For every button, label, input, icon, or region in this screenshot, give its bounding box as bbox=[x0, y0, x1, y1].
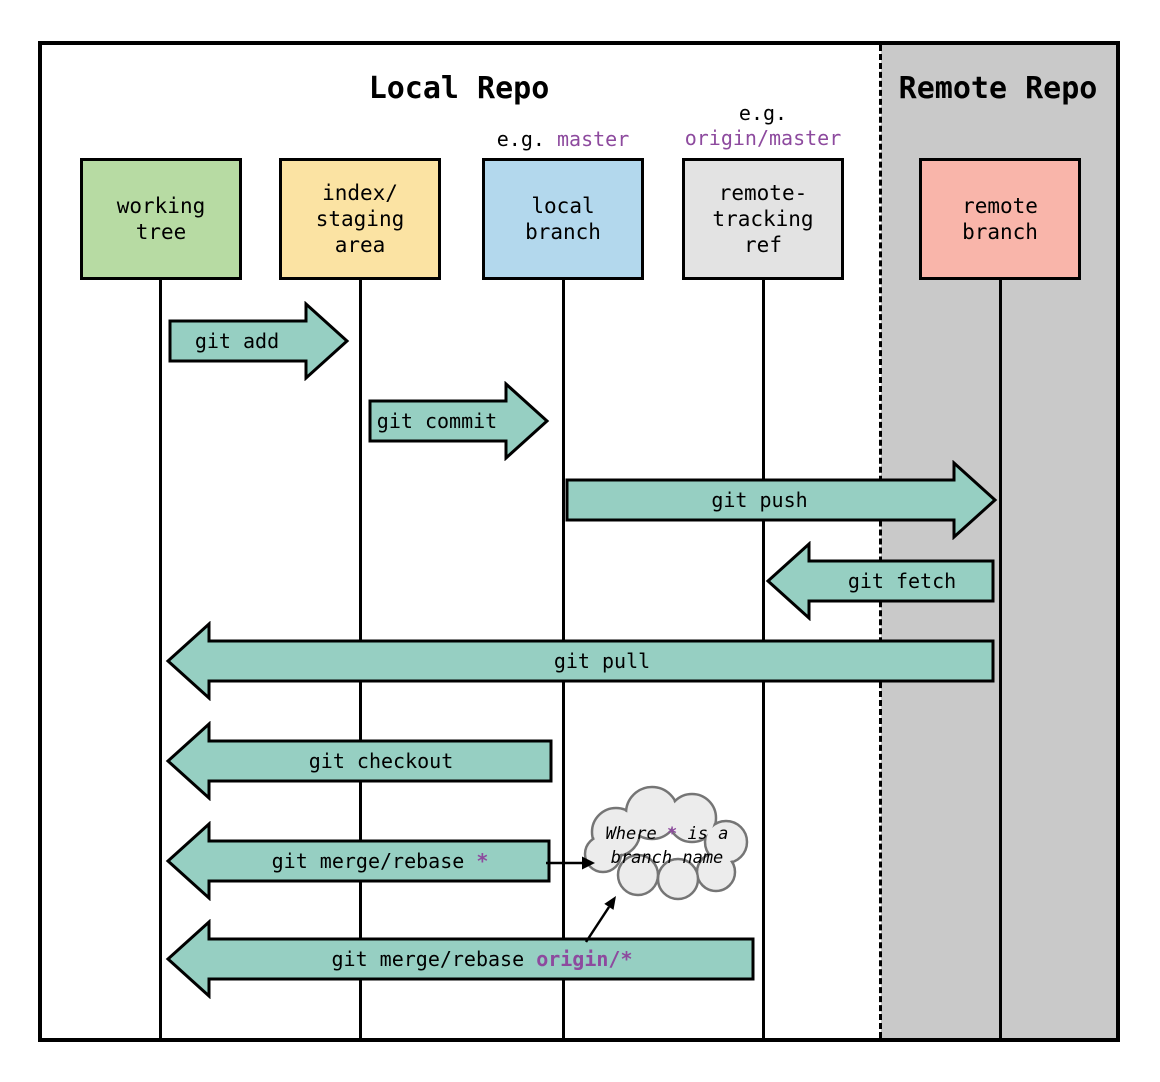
remote-branch-lifeline bbox=[999, 280, 1002, 1038]
eg-master-annotation: e.g. master bbox=[463, 127, 663, 152]
cloud-inner-fill bbox=[586, 788, 746, 898]
git-push-arrow: git push bbox=[565, 460, 998, 540]
git-add-arrow: git add bbox=[168, 301, 350, 381]
cloud-note: Where * is a branch name bbox=[592, 822, 742, 870]
cloud-callout bbox=[583, 785, 749, 901]
working-tree-lifeline bbox=[159, 280, 162, 1038]
cloud-line1-pre: Where bbox=[605, 824, 667, 844]
local-branch-box: local branch bbox=[482, 158, 644, 280]
left-arrow-shape bbox=[165, 721, 553, 801]
box-label-line: index/ bbox=[322, 181, 398, 205]
left-arrow-shape bbox=[165, 621, 995, 701]
eg-master-value: master bbox=[556, 127, 630, 151]
git-checkout-label: git checkout bbox=[308, 749, 454, 773]
git-pull-arrow: git pull bbox=[165, 621, 995, 701]
cloud-line2: branch name bbox=[610, 848, 724, 868]
git-merge-rebase-star-arrow: git merge/rebase * bbox=[165, 821, 551, 901]
box-label-line: area bbox=[334, 233, 386, 257]
eg-prefix: e.g. bbox=[496, 127, 557, 151]
cloud-line1-post: is a bbox=[677, 824, 729, 844]
box-label-line: branch bbox=[525, 220, 601, 244]
box-label-line: remote bbox=[962, 194, 1038, 218]
eg-prefix: e.g. bbox=[738, 101, 788, 125]
git-add-label: git add bbox=[194, 329, 280, 353]
remote-tracking-ref-box: remote- tracking ref bbox=[682, 158, 844, 280]
git-merge-rebase-origin-arrow: git merge/rebase origin/* bbox=[165, 919, 755, 999]
origin-star-token: origin/* bbox=[536, 947, 633, 971]
right-arrow-shape bbox=[168, 301, 350, 381]
working-tree-box: working tree bbox=[80, 158, 242, 280]
cloud-star-token: * bbox=[666, 824, 678, 844]
star-to-cloud-connector-arrow bbox=[546, 856, 595, 870]
git-commit-arrow: git commit bbox=[368, 381, 550, 461]
star-token: * bbox=[476, 849, 489, 873]
git-merge-rebase-origin-label: git merge/rebase origin/* bbox=[209, 939, 755, 979]
box-label-line: ref bbox=[744, 233, 782, 257]
git-checkout-arrow: git checkout bbox=[165, 721, 553, 801]
index-staging-area-box: index/ staging area bbox=[279, 158, 441, 280]
box-label-line: tracking bbox=[712, 207, 814, 231]
box-label-line: remote- bbox=[718, 181, 808, 205]
box-label-line: local bbox=[531, 194, 595, 218]
git-fetch-arrow: git fetch bbox=[765, 541, 995, 621]
left-arrow-shape bbox=[765, 541, 995, 621]
git-pull-label: git pull bbox=[553, 649, 651, 673]
label-text: git merge/rebase bbox=[271, 849, 477, 873]
left-arrow-shape bbox=[165, 919, 755, 999]
eg-origin-master-value: origin/master bbox=[684, 126, 842, 150]
git-merge-rebase-star-label: git merge/rebase * bbox=[209, 841, 551, 881]
git-fetch-label: git fetch bbox=[847, 569, 957, 593]
box-label-line: staging bbox=[315, 207, 405, 231]
origin-to-cloud-connector-arrow bbox=[584, 896, 616, 943]
git-commit-label: git commit bbox=[376, 409, 498, 433]
local-repo-title: Local Repo bbox=[368, 71, 550, 106]
remote-repo-title: Remote Repo bbox=[898, 71, 1098, 106]
box-label-line: working bbox=[116, 194, 206, 218]
right-arrow-shape bbox=[368, 381, 550, 461]
right-arrow-shape bbox=[565, 460, 998, 540]
box-label-line: tree bbox=[135, 220, 187, 244]
remote-branch-box: remote branch bbox=[919, 158, 1081, 280]
left-arrow-shape bbox=[165, 821, 551, 901]
label-text: git merge/rebase bbox=[331, 947, 537, 971]
box-label-line: branch bbox=[962, 220, 1038, 244]
local-remote-divider bbox=[879, 45, 882, 1038]
git-push-label: git push bbox=[711, 488, 808, 512]
eg-origin-master-annotation: e.g.origin/master bbox=[663, 101, 863, 151]
